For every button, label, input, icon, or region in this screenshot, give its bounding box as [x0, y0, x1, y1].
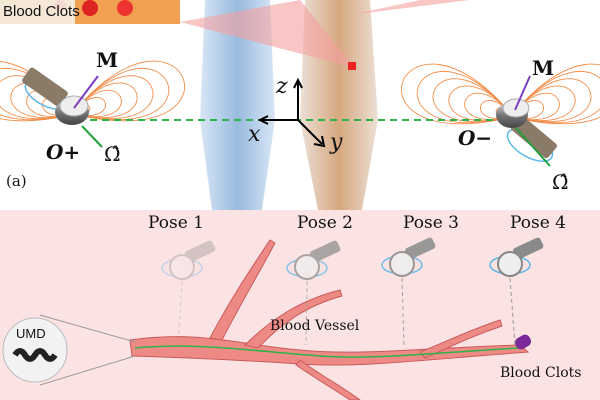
x-axis-label: x — [248, 122, 261, 147]
field-line — [432, 78, 513, 123]
field-line — [416, 70, 513, 124]
coordinate-frame — [257, 77, 326, 148]
pose-magnet-3 — [381, 237, 436, 346]
blood-clots-label: Blood Clots — [500, 365, 582, 381]
pose-4-label: Pose 4 — [510, 213, 566, 233]
left-axis-label: Ω̂ — [104, 142, 121, 166]
field-line — [511, 70, 600, 124]
clot-marker — [348, 62, 356, 70]
umd-label: UMD — [16, 326, 46, 341]
pose-magnet-2 — [286, 240, 341, 346]
field-line — [511, 63, 600, 125]
pose-2-label: Pose 2 — [297, 213, 353, 233]
pose-1-label: Pose 1 — [148, 213, 204, 233]
pose-magnet-1 — [161, 240, 216, 346]
inset-label: Blood Clots — [3, 3, 80, 20]
pose-magnet-4 — [489, 237, 544, 346]
right-axis-label: Ω̂ — [552, 170, 569, 194]
field-line — [73, 67, 170, 121]
field-line — [73, 75, 154, 120]
blood-vessel — [129, 239, 530, 400]
panel-label: (a) — [6, 172, 27, 190]
field-line — [401, 63, 513, 125]
callout-wedge — [180, 0, 355, 68]
umd-helix-icon — [12, 348, 58, 362]
umd-magnifier — [2, 317, 68, 383]
field-line — [73, 60, 185, 122]
z-axis-label: z — [276, 74, 288, 99]
pose-3-label: Pose 3 — [403, 213, 459, 233]
field-line — [511, 78, 592, 123]
field-line — [73, 89, 122, 117]
y-axis-label: y — [330, 130, 343, 155]
pose-magnets — [161, 237, 544, 346]
navigation-path — [134, 345, 521, 358]
left-moment-label: M — [96, 48, 119, 72]
callout-line — [39, 314, 136, 343]
field-line — [73, 82, 138, 119]
left-rotating-magnet — [22, 67, 103, 148]
right-rotating-magnet — [496, 75, 557, 167]
left-origin-label: O+ — [46, 140, 81, 164]
blood-clot-marker — [514, 334, 532, 350]
knee-xray-leg — [200, 0, 275, 210]
blood-vessel-label: Blood Vessel — [270, 318, 360, 334]
field-line — [511, 92, 560, 120]
right-moment-label: M — [532, 56, 555, 80]
magnetic-field-lines — [0, 60, 600, 125]
callout-wedge — [350, 0, 470, 15]
field-line — [511, 85, 576, 122]
right-origin-label: O− — [458, 126, 493, 150]
